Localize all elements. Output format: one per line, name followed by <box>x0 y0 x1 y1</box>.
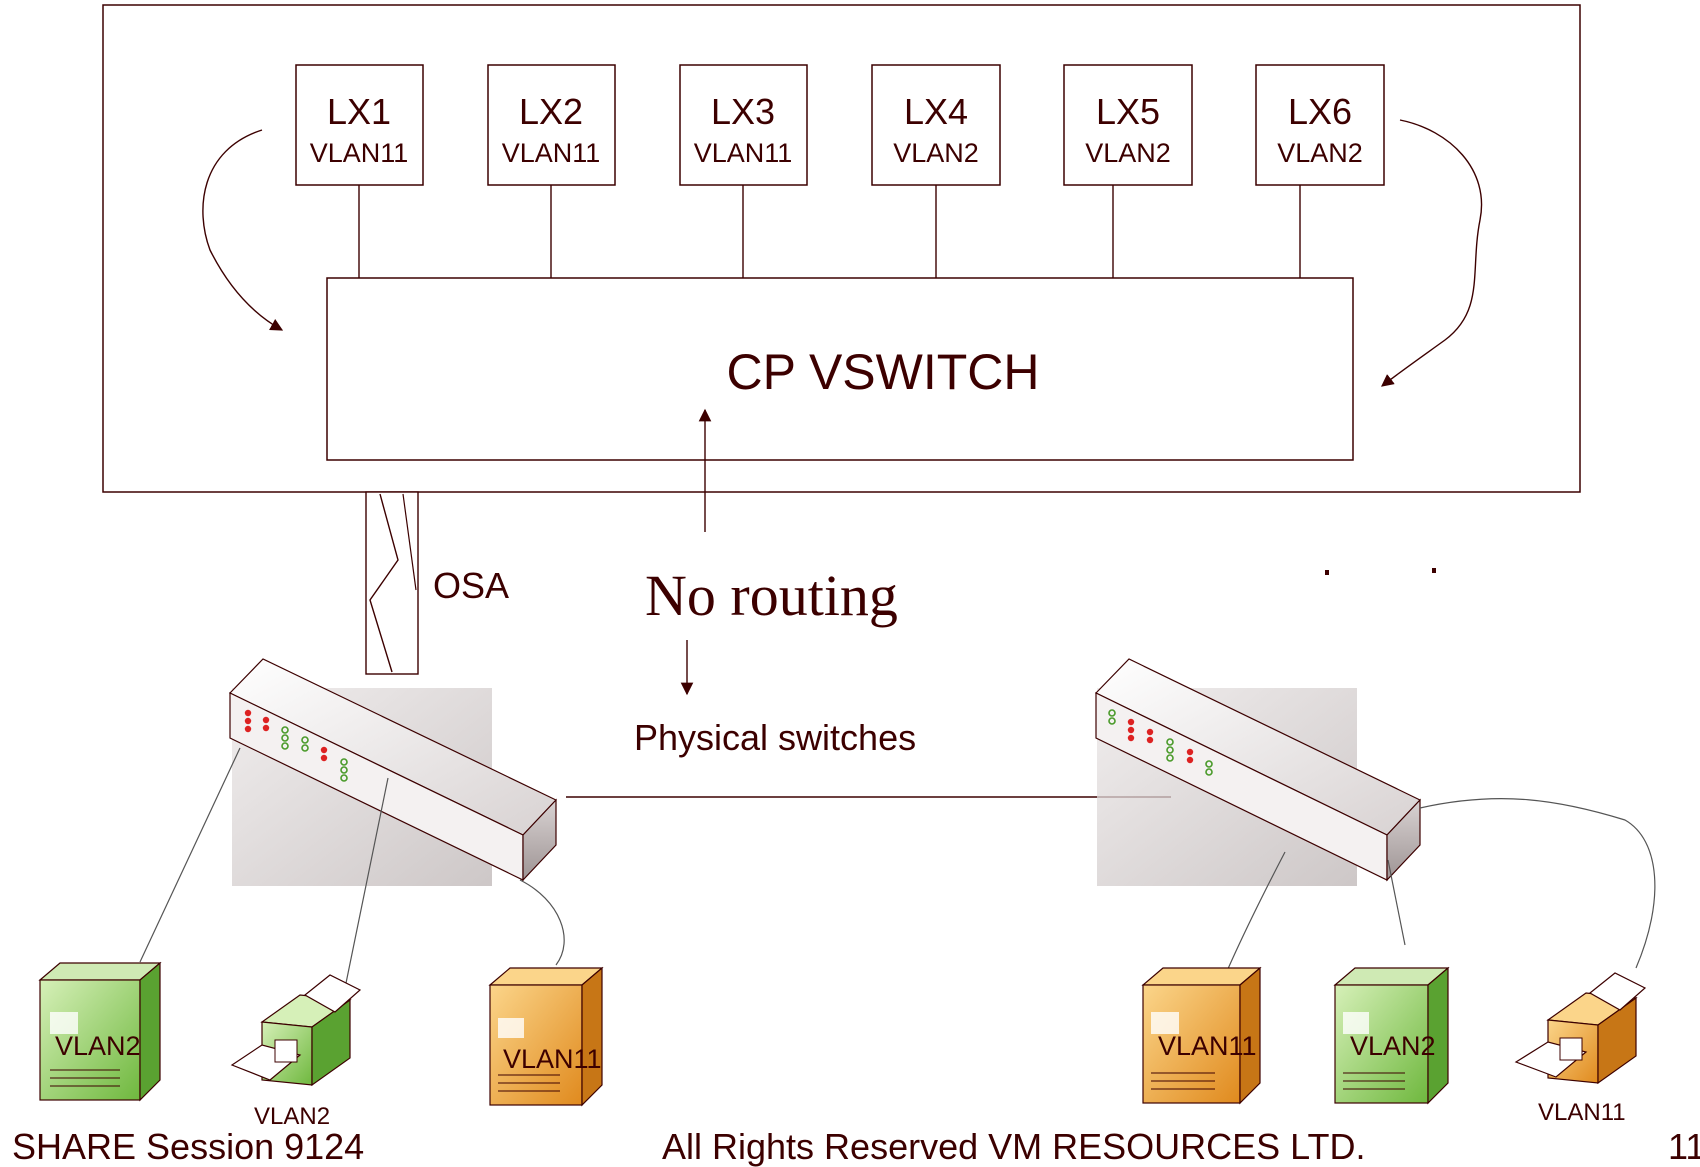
lpar-name: LX1 <box>327 91 391 132</box>
lpar-vlan: VLAN11 <box>310 138 409 168</box>
physical-switch-right <box>1094 658 1421 886</box>
device-vlan-label: VLAN11 <box>503 1044 602 1074</box>
server-icon <box>38 961 162 1102</box>
left-curved-arrow <box>202 129 284 331</box>
lpar-box: LX5 VLAN2 <box>1063 64 1193 278</box>
cable <box>519 879 565 966</box>
lpar-name: LX5 <box>1096 91 1160 132</box>
cable <box>1419 798 1656 969</box>
right-curved-arrow <box>1381 119 1483 387</box>
printer-icon <box>1514 972 1647 1085</box>
server-icon <box>1141 966 1262 1105</box>
server-icon <box>488 966 604 1107</box>
device-vlan-label: VLAN11 <box>1158 1031 1257 1061</box>
lpar-box: LX1 VLAN11 <box>295 64 424 278</box>
dot <box>1432 568 1436 573</box>
lpar-box: LX2 VLAN11 <box>487 64 616 278</box>
server-icon <box>1333 966 1450 1105</box>
vswitch-label: CP VSWITCH <box>727 344 1040 400</box>
device-vlan-label: VLAN11 <box>1538 1099 1626 1126</box>
lpar-vlan: VLAN2 <box>1085 138 1171 168</box>
footer-center: All Rights Reserved VM RESOURCES LTD. <box>662 1126 1366 1167</box>
lpar-name: LX6 <box>1288 91 1352 132</box>
lpar-box: LX3 VLAN11 <box>679 64 808 278</box>
page-number: 11 <box>1668 1126 1700 1167</box>
lpar-name: LX2 <box>519 91 583 132</box>
printer-icon <box>230 974 362 1087</box>
lpar-vlan: VLAN11 <box>502 138 601 168</box>
lpar-name: LX4 <box>904 91 968 132</box>
physical-switches-label: Physical switches <box>634 717 916 758</box>
lpar-box: LX6 VLAN2 <box>1255 64 1385 278</box>
osa-connector <box>365 491 419 675</box>
no-routing-label: No routing <box>645 563 898 628</box>
cable <box>139 747 241 963</box>
footer-left: SHARE Session 9124 <box>12 1126 364 1167</box>
lpar-name: LX3 <box>711 91 775 132</box>
lpar-vlan: VLAN2 <box>893 138 979 168</box>
device-vlan-label: VLAN2 <box>254 1103 330 1130</box>
lpar-vlan: VLAN11 <box>694 138 793 168</box>
physical-switch-left <box>228 658 557 886</box>
status-leds <box>1108 709 1213 776</box>
lpar-vlan: VLAN2 <box>1277 138 1363 168</box>
status-leds <box>244 709 348 782</box>
vswitch-box <box>326 277 1354 461</box>
device-vlan-label: VLAN2 <box>55 1031 141 1061</box>
cable <box>344 777 389 989</box>
dot <box>1325 570 1329 575</box>
lpar-box: LX4 VLAN2 <box>871 64 1001 278</box>
cable <box>1387 859 1406 946</box>
device-vlan-label: VLAN2 <box>1350 1031 1436 1061</box>
osa-label: OSA <box>433 565 509 606</box>
lpar-group: LX1 VLAN11 LX2 VLAN11 LX3 VLAN11 LX4 VLA… <box>295 64 1385 278</box>
